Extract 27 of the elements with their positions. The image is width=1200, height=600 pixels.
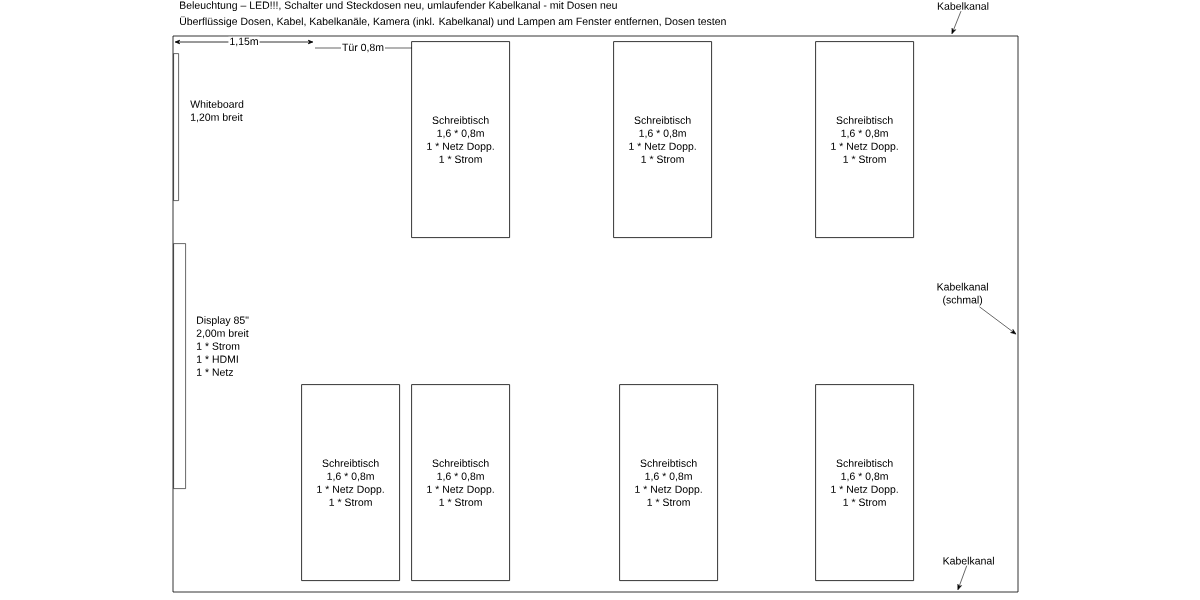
desk-box: Schreibtisch 1,6 * 0,8m 1 * Netz Dopp. 1 * Strom <box>815 41 914 238</box>
desk-box: Schreibtisch 1,6 * 0,8m 1 * Netz Dopp. 1 * Strom <box>411 41 510 238</box>
desk-box: Schreibtisch 1,6 * 0,8m 1 * Netz Dopp. 1 * Strom <box>301 384 400 581</box>
node-label: 1 * Strom <box>197 342 240 350</box>
callout-label: Kabelkanal (schmal) <box>937 282 988 306</box>
dimension-label: 1,15m <box>228 36 260 48</box>
node-label: 1 * Netz <box>197 368 234 376</box>
node-label: Display 85" <box>197 316 249 326</box>
desk-box: Schreibtisch 1,6 * 0,8m 1 * Netz Dopp. 1 * Strom <box>619 384 718 581</box>
node-label: 2,00m breit <box>196 329 249 339</box>
caption-text: Display 85" 2,00m breit 1 * Strom 1 * HDMI 1 * Netz <box>196 316 249 376</box>
leader-line <box>979 306 1017 335</box>
leader-line <box>957 565 968 591</box>
room-outline <box>172 35 1019 593</box>
wall-board <box>173 243 186 489</box>
callout-label: Kabelkanal <box>943 556 994 565</box>
door-label: Tür 0,8m <box>341 42 385 54</box>
leader-line <box>951 10 962 35</box>
wall-board <box>173 53 179 201</box>
note-text: Beleuchtung – LED!!!, Schalter und Steckdosen neu, umlaufender Kabelkanal - mit Dosen neu <box>180 1 617 11</box>
desk-box: Schreibtisch 1,6 * 0,8m 1 * Netz Dopp. 1 * Strom <box>411 384 510 581</box>
desk-box: Schreibtisch 1,6 * 0,8m 1 * Netz Dopp. 1 * Strom <box>613 41 712 238</box>
caption-text: Whiteboard 1,20m breit <box>190 100 244 123</box>
callout-label: Kabelkanal <box>937 2 989 10</box>
desk-box: Schreibtisch 1,6 * 0,8m 1 * Netz Dopp. 1 * Strom <box>815 384 914 581</box>
note-text: Überflüssige Dosen, Kabel, Kabelkanäle, Kamera (inkl. Kabelkanal) und Lampen am Fenster entfernen, Dosen testen <box>180 16 726 28</box>
node-label: 1 * HDMI <box>197 355 238 363</box>
